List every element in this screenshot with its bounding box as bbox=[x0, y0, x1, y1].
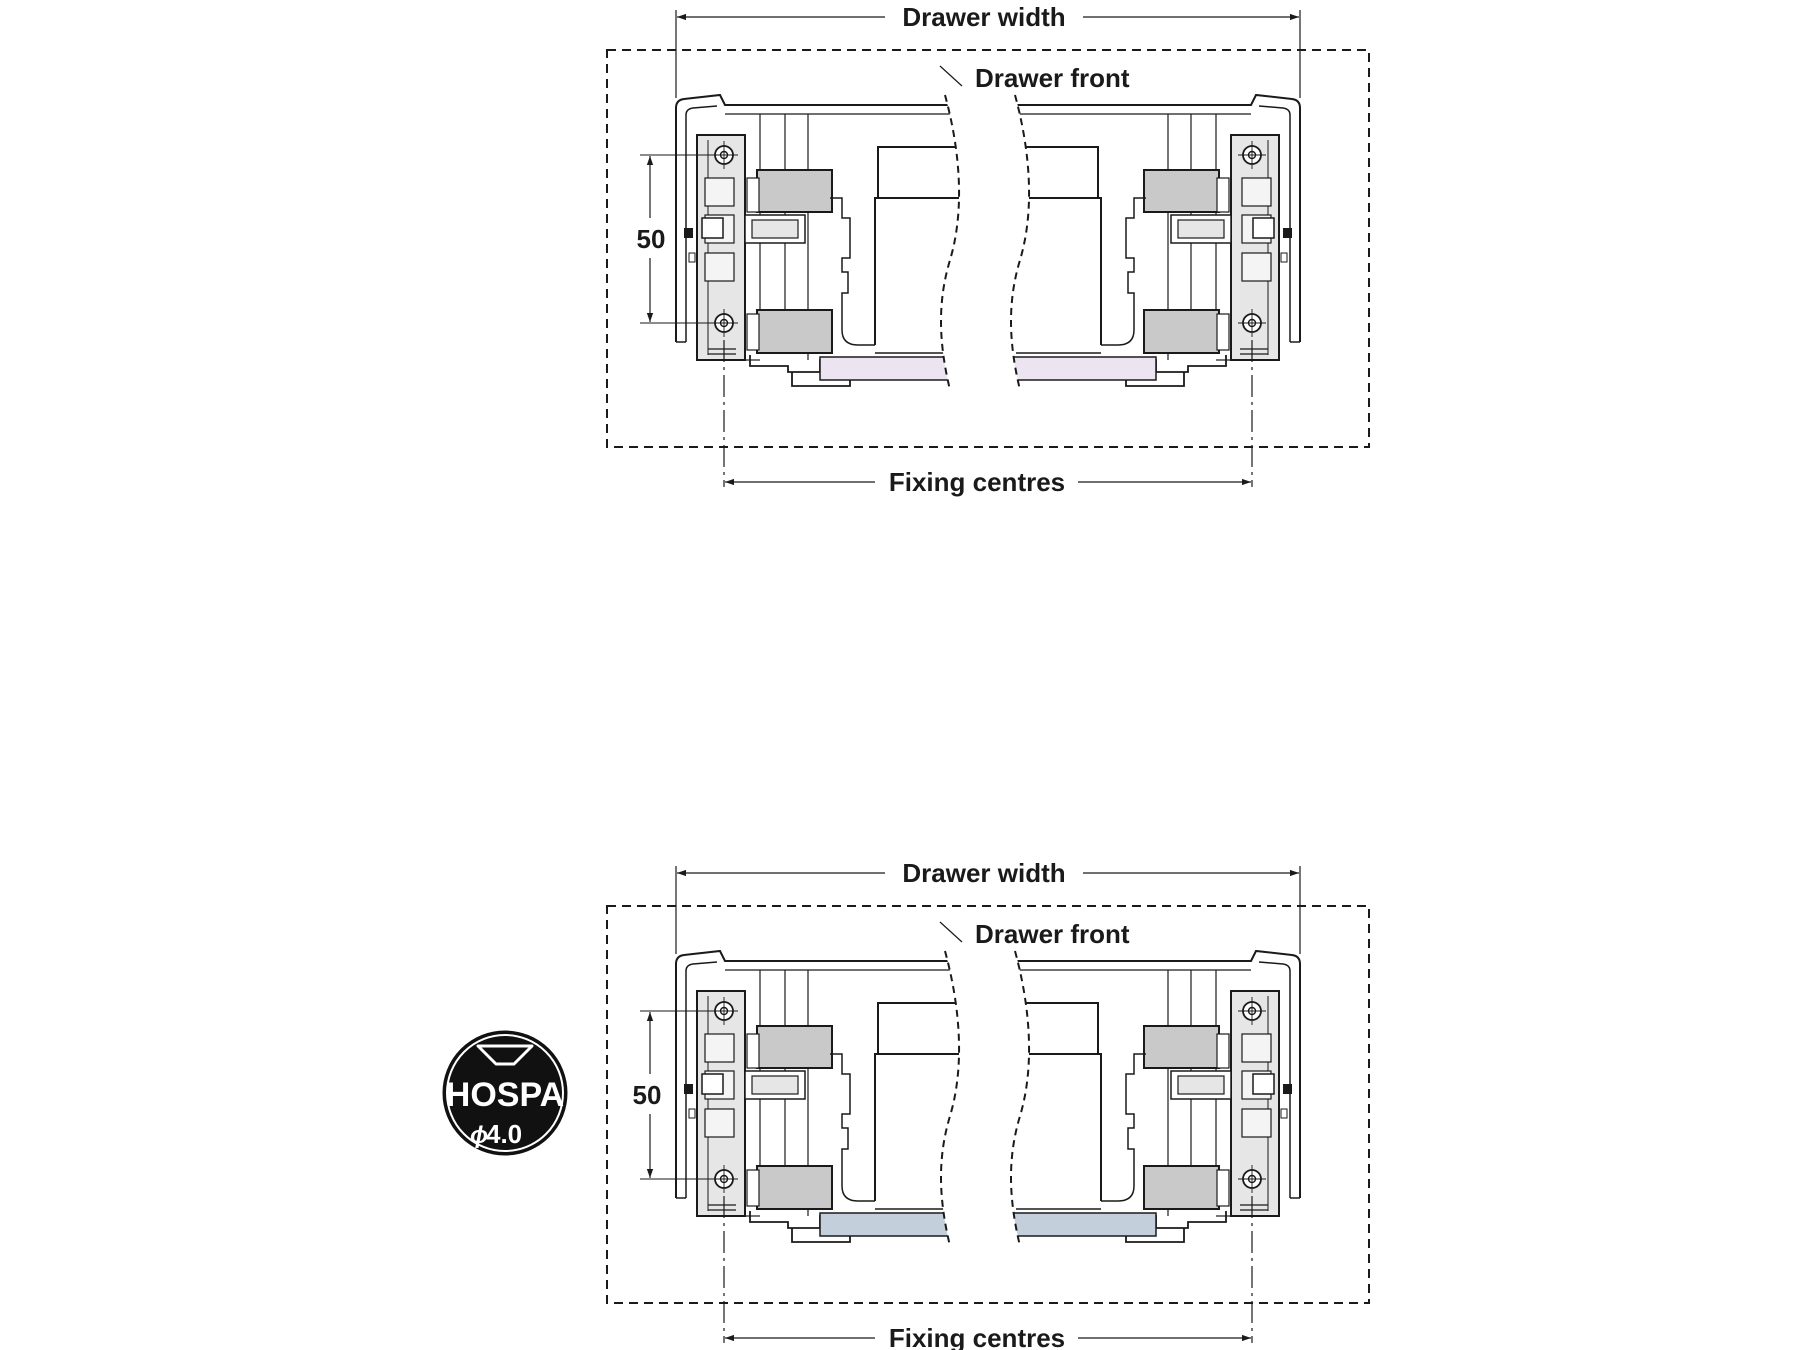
badge-brand: HOSPA bbox=[446, 1076, 564, 1114]
spacing-dimension: 50 bbox=[637, 154, 714, 324]
countersunk-screw-icon bbox=[476, 1044, 534, 1066]
fixing-centres-label: Fixing centres bbox=[889, 1323, 1065, 1350]
fixing-centres-dimension: Fixing centres bbox=[723, 340, 1253, 497]
figure-top: Drawer width Drawer front 50 bbox=[606, 2, 1370, 497]
base-strip-left bbox=[819, 1212, 951, 1237]
base-strip-left bbox=[819, 356, 951, 381]
break-line-right bbox=[1010, 94, 1031, 391]
figure-bottom: Drawer width Drawer front 50 Fixing cent… bbox=[606, 858, 1370, 1350]
cabinet-outline bbox=[606, 905, 1370, 1304]
cabinet-outline bbox=[606, 49, 1370, 448]
break-line-left bbox=[940, 94, 961, 391]
drawer-front-label: Drawer front bbox=[975, 63, 1130, 93]
badge-size: 4.0 bbox=[486, 1119, 522, 1149]
right-runner-assembly bbox=[1015, 950, 1301, 1243]
left-runner-assembly bbox=[675, 94, 961, 387]
hospa-screw-badge: HOSPA ϕ 4.0 bbox=[439, 1027, 571, 1159]
break-line-left bbox=[940, 950, 961, 1247]
drawer-width-label: Drawer width bbox=[902, 2, 1065, 32]
spacing-label: 50 bbox=[633, 1080, 662, 1110]
spacing-label: 50 bbox=[637, 224, 666, 254]
drawer-width-label: Drawer width bbox=[902, 858, 1065, 888]
drawer-front-label: Drawer front bbox=[975, 919, 1130, 949]
left-runner-assembly bbox=[675, 950, 961, 1243]
base-strip-right bbox=[1009, 356, 1157, 381]
fixing-centres-label: Fixing centres bbox=[889, 467, 1065, 497]
fixing-centres-dimension: Fixing centres bbox=[723, 1196, 1253, 1350]
spacing-dimension: 50 bbox=[633, 1010, 714, 1180]
break-line-right bbox=[1010, 950, 1031, 1247]
drawer-width-dimension: Drawer width bbox=[675, 2, 1301, 98]
base-strip-right bbox=[1009, 1212, 1157, 1237]
right-runner-assembly bbox=[1015, 94, 1301, 387]
drawer-width-dimension: Drawer width bbox=[675, 858, 1301, 954]
badge-diameter-symbol: ϕ bbox=[470, 1122, 488, 1149]
